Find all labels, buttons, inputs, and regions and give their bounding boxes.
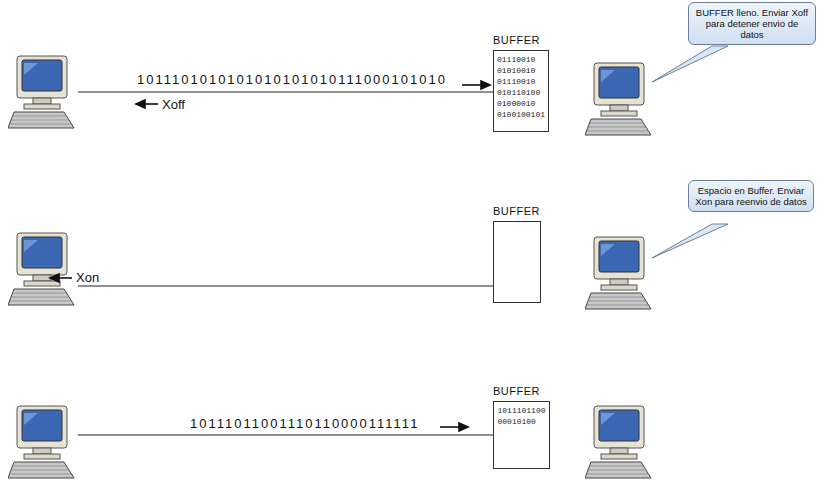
bit-stream: 10111011001110110000111111 <box>190 416 419 431</box>
bit-stream: 1011101010101010101010111000101010 <box>137 72 447 87</box>
callout-tail <box>652 46 728 258</box>
link-line <box>78 92 493 435</box>
buffer-box: 1011101100 00010100 <box>493 401 550 469</box>
signal-name: Xoff <box>162 97 185 112</box>
buffer-heading: BUFFER <box>493 205 541 218</box>
buffer-box <box>493 221 541 303</box>
buffer-node: BUFFER 1011101100 00010100 <box>493 385 550 469</box>
buffer-box: 01110010 01010010 01110010 010110100 010… <box>493 50 549 132</box>
direction-arrow <box>50 81 490 431</box>
signal-name: Xon <box>76 270 99 285</box>
callout-text: BUFFER lleno. Enviar Xoff para detener e… <box>695 7 809 40</box>
computer-icon <box>8 56 651 478</box>
buffer-content: 01110010 01010010 01110010 010110100 010… <box>497 54 545 120</box>
buffer-heading: BUFFER <box>493 34 549 47</box>
callout-bubble: BUFFER lleno. Enviar Xoff para detener e… <box>688 2 816 45</box>
buffer-node: BUFFER <box>493 205 541 303</box>
buffer-heading: BUFFER <box>493 385 550 398</box>
callout-bubble: Espacio en Buffer. Enviar Xon para reenv… <box>688 180 814 212</box>
callout-text: Espacio en Buffer. Enviar Xon para reenv… <box>695 185 807 207</box>
buffer-content: 1011101100 00010100 <box>497 405 545 427</box>
buffer-node: BUFFER 01110010 01010010 01110010 0101101… <box>493 34 549 132</box>
